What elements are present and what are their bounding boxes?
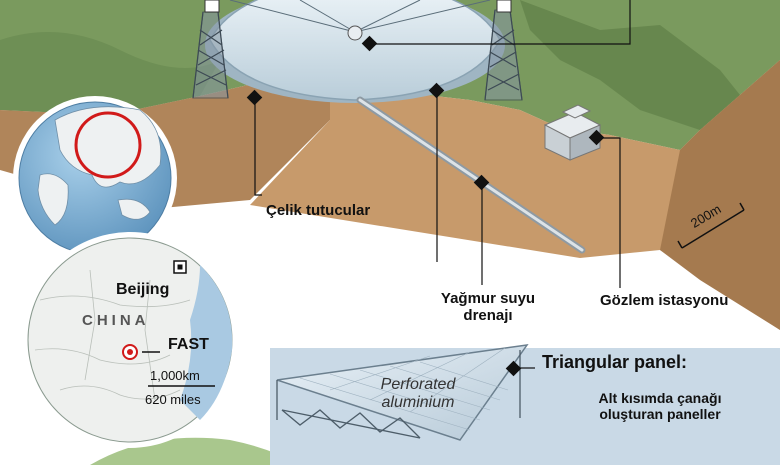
map-country-china: CHINA (82, 312, 150, 329)
label-steel-supports: Çelik tutucular (266, 202, 371, 219)
map-scale-miles: 620 miles (145, 392, 201, 407)
soil-right-face (660, 60, 780, 330)
panel-title: Triangular panel: (542, 352, 688, 372)
label-observation-station: Gözlem istasyonu (600, 292, 729, 309)
scale-bar (677, 202, 745, 249)
feed-cabin (347, 25, 363, 41)
map-site-fast: FAST (168, 336, 209, 353)
drainage-pipe (356, 96, 586, 254)
label-rain-drainage-line2: drenajı (463, 307, 513, 324)
left-tower (192, 11, 229, 99)
region-highlight (74, 111, 142, 179)
terrain-ridge (0, 32, 220, 115)
panel-description-line1: Alt kısımda çanağı (598, 390, 722, 406)
dish-cables (229, 0, 491, 33)
label-rain-drainage: Yağmur suyu drenajı (430, 290, 546, 324)
panel-material: Perforated aluminium (350, 376, 486, 412)
tower-tops (204, 0, 512, 13)
panel-description-line2: oluşturan paneller (599, 406, 721, 422)
regional-map (22, 232, 238, 448)
panel-material-line2: aluminium (381, 394, 455, 411)
panel-material-line1: Perforated (380, 376, 456, 393)
world-globe (13, 96, 177, 260)
map-city-beijing: Beijing (116, 281, 170, 298)
terrain-shadow (520, 0, 740, 130)
panel-description: Alt kısımda çanağı oluşturan paneller (560, 390, 760, 422)
soil-front-face (250, 60, 780, 330)
triangular-panel (276, 344, 535, 441)
map-scale-km: 1,000km (150, 368, 200, 383)
leader-lines (254, 0, 631, 288)
label-rain-drainage-line1: Yağmur suyu (440, 290, 536, 307)
